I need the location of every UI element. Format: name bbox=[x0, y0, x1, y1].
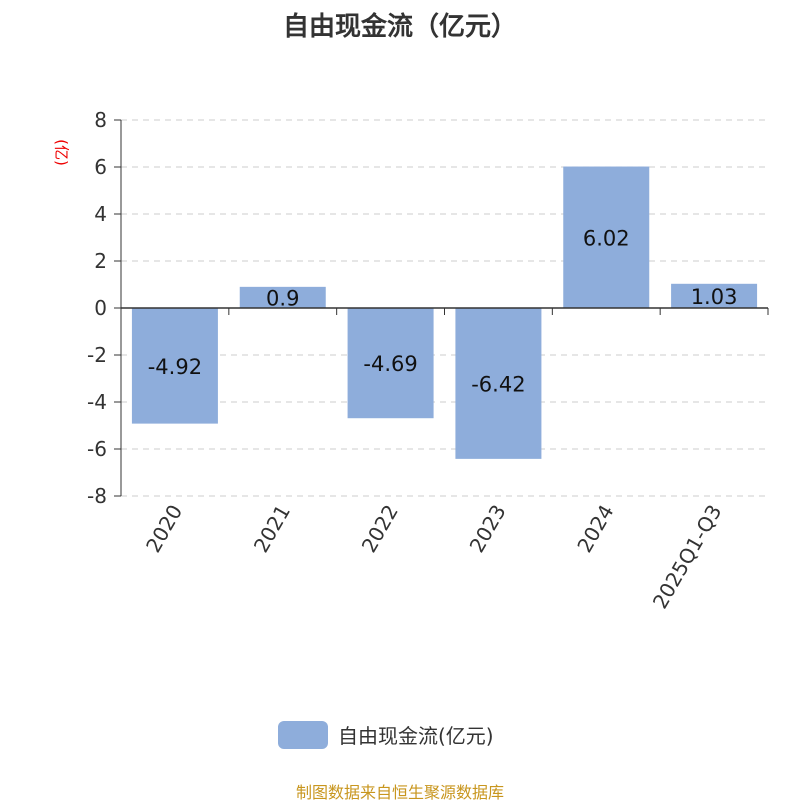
data-label: 6.02 bbox=[583, 226, 630, 250]
chart-title: 自由现金流（亿元） bbox=[282, 12, 517, 42]
x-tick-label: 2024 bbox=[572, 501, 618, 557]
bar bbox=[671, 283, 758, 308]
data-label: -4.69 bbox=[363, 352, 417, 376]
y-tick-label: -2 bbox=[87, 343, 107, 367]
data-label: 0.9 bbox=[266, 286, 299, 310]
bar bbox=[131, 308, 218, 424]
bar bbox=[455, 308, 542, 459]
legend[interactable]: 自由现金流(亿元) bbox=[278, 720, 494, 749]
x-tick-label: 2021 bbox=[249, 501, 295, 557]
y-tick-label: -6 bbox=[87, 437, 107, 461]
source-footer: 制图数据来自恒生聚源数据库 bbox=[295, 783, 504, 802]
y-tick-label: -8 bbox=[87, 484, 107, 508]
data-label: -6.42 bbox=[471, 372, 525, 396]
x-tick-label: 2020 bbox=[141, 501, 187, 557]
y-tick-label: 4 bbox=[94, 202, 107, 226]
y-tick-label: -4 bbox=[87, 390, 107, 414]
legend-label: 自由现金流(亿元) bbox=[338, 724, 494, 748]
y-tick-label: 8 bbox=[94, 108, 107, 132]
x-tick-label: 2023 bbox=[465, 500, 511, 556]
bar bbox=[347, 308, 434, 419]
x-tick-label: 2025Q1-Q3 bbox=[648, 501, 727, 613]
y-tick-label: 6 bbox=[94, 155, 107, 179]
y-tick-label: 0 bbox=[94, 296, 107, 320]
bar bbox=[563, 166, 650, 308]
y-tick-label: 2 bbox=[94, 249, 107, 273]
bar bbox=[239, 286, 326, 308]
data-label: -4.92 bbox=[148, 355, 202, 379]
x-tick-label: 2022 bbox=[357, 501, 403, 557]
data-label: 1.03 bbox=[691, 285, 738, 309]
legend-swatch bbox=[278, 720, 328, 749]
